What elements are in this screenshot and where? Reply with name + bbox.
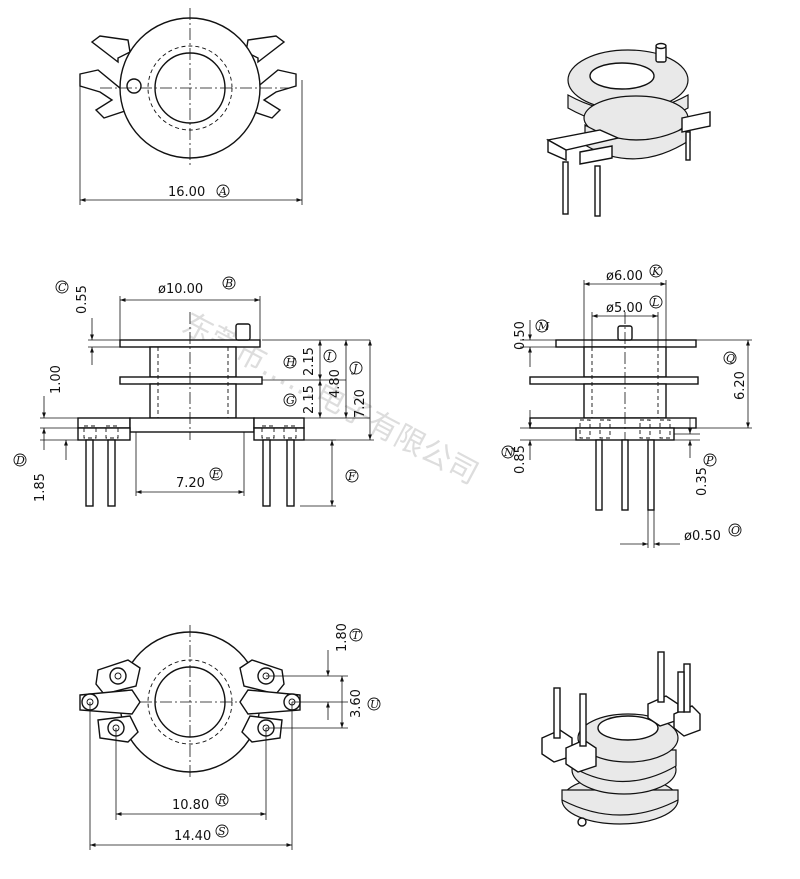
side-view: ø6.00 K ø5.00 L 0.50 M 0.85 N 0.35 P [501, 264, 752, 548]
bottom-view: 10.80 R 14.40 S 1.80 T 3.60 U [79, 623, 381, 850]
dim-U-label: U [370, 698, 380, 711]
front-pin-4 [286, 439, 295, 507]
front-pin-3 [262, 439, 271, 507]
dim-M-label: M [537, 320, 550, 333]
dim-U-value: 3.60 [349, 689, 364, 718]
dim-C-label: C [58, 281, 67, 294]
side-middle-flange [529, 376, 699, 385]
front-view: ø10.00 B 0.55 C 1.00 1.85 D 7.20 E [13, 276, 374, 507]
iso-bottom-pin-2 [579, 693, 587, 747]
dim-T-value: 1.80 [335, 623, 350, 652]
iso-bottom-pin-3 [657, 651, 665, 703]
dim-B-value: ø10.00 [158, 282, 203, 297]
dim-R-value: 10.80 [172, 798, 209, 813]
top-pin-nub [235, 323, 251, 341]
dim-B-label: B [224, 277, 233, 290]
dim-D-label: D [15, 454, 25, 467]
base-center [129, 417, 255, 433]
dim-Q-label: Q [726, 352, 735, 365]
dim-I-value: 2.15 [302, 347, 317, 376]
dim-N-value: 0.85 [513, 445, 528, 474]
dim-K-label: K [651, 265, 661, 278]
iso-core-hole [589, 62, 655, 90]
bottom-pin-pad-1 [109, 667, 127, 685]
iso-view-bottom [541, 651, 701, 827]
dim-H-value: 4.80 [328, 369, 343, 398]
iso-pin-1 [562, 161, 569, 215]
iso-bottom-pin-4 [683, 663, 691, 713]
positioning-pin [126, 78, 142, 94]
front-pin-1 [85, 439, 94, 507]
iso-bottom-pin-1 [553, 687, 561, 739]
dim-E-label: E [211, 468, 220, 481]
dim-L-label: L [651, 296, 659, 309]
iso-bottom-core-hole [597, 715, 659, 741]
front-pin-2 [107, 439, 116, 507]
iso-view-top [545, 42, 711, 217]
dim-O-label: O [731, 524, 740, 537]
side-pin-1 [595, 439, 603, 511]
iso-bottom-pin-5 [677, 671, 685, 713]
side-top-flange [555, 339, 697, 348]
middle-flange [119, 376, 263, 385]
side-base [529, 417, 697, 429]
dim-F-label: F [347, 470, 356, 483]
dim-T-label: T [352, 629, 361, 642]
dim-P-label: P [705, 454, 714, 467]
side-pin-2 [621, 439, 629, 511]
dim-D-value: 1.85 [33, 473, 48, 502]
dim-O-value: ø0.50 [684, 529, 721, 544]
dim-S-value: 14.40 [174, 829, 211, 844]
dim-N-label: N [503, 446, 514, 459]
iso-pin-2 [594, 165, 601, 217]
top-view: 16.00 A [79, 8, 303, 205]
dim-G-value: 2.15 [302, 385, 317, 414]
dim-P-value: 0.35 [695, 467, 710, 496]
dim-R-label: R [217, 794, 226, 807]
dim-I-label: I [326, 350, 332, 363]
dim-A-value: 16.00 [168, 185, 205, 200]
dim-S-label: S [218, 825, 226, 838]
right-base-block [253, 417, 305, 429]
dim-L-value: ø5.00 [606, 301, 643, 316]
dim-H-label: H [285, 356, 296, 369]
dim-J-value: 7.20 [353, 389, 368, 418]
dim-G-label: G [286, 394, 295, 407]
side-pin-3 [647, 439, 655, 511]
iso-pin-3 [685, 131, 691, 161]
dim-M-value: 0.50 [513, 321, 528, 350]
left-base-block [77, 417, 131, 429]
dim-base-value: 1.00 [49, 365, 64, 394]
dim-C-value: 0.55 [75, 285, 90, 314]
dim-Q-value: 6.20 [733, 371, 748, 400]
dim-K-value: ø6.00 [606, 269, 643, 284]
dim-E-value: 7.20 [176, 476, 205, 491]
dim-A-label: A [218, 185, 227, 198]
dim-J-label: J [351, 362, 358, 375]
